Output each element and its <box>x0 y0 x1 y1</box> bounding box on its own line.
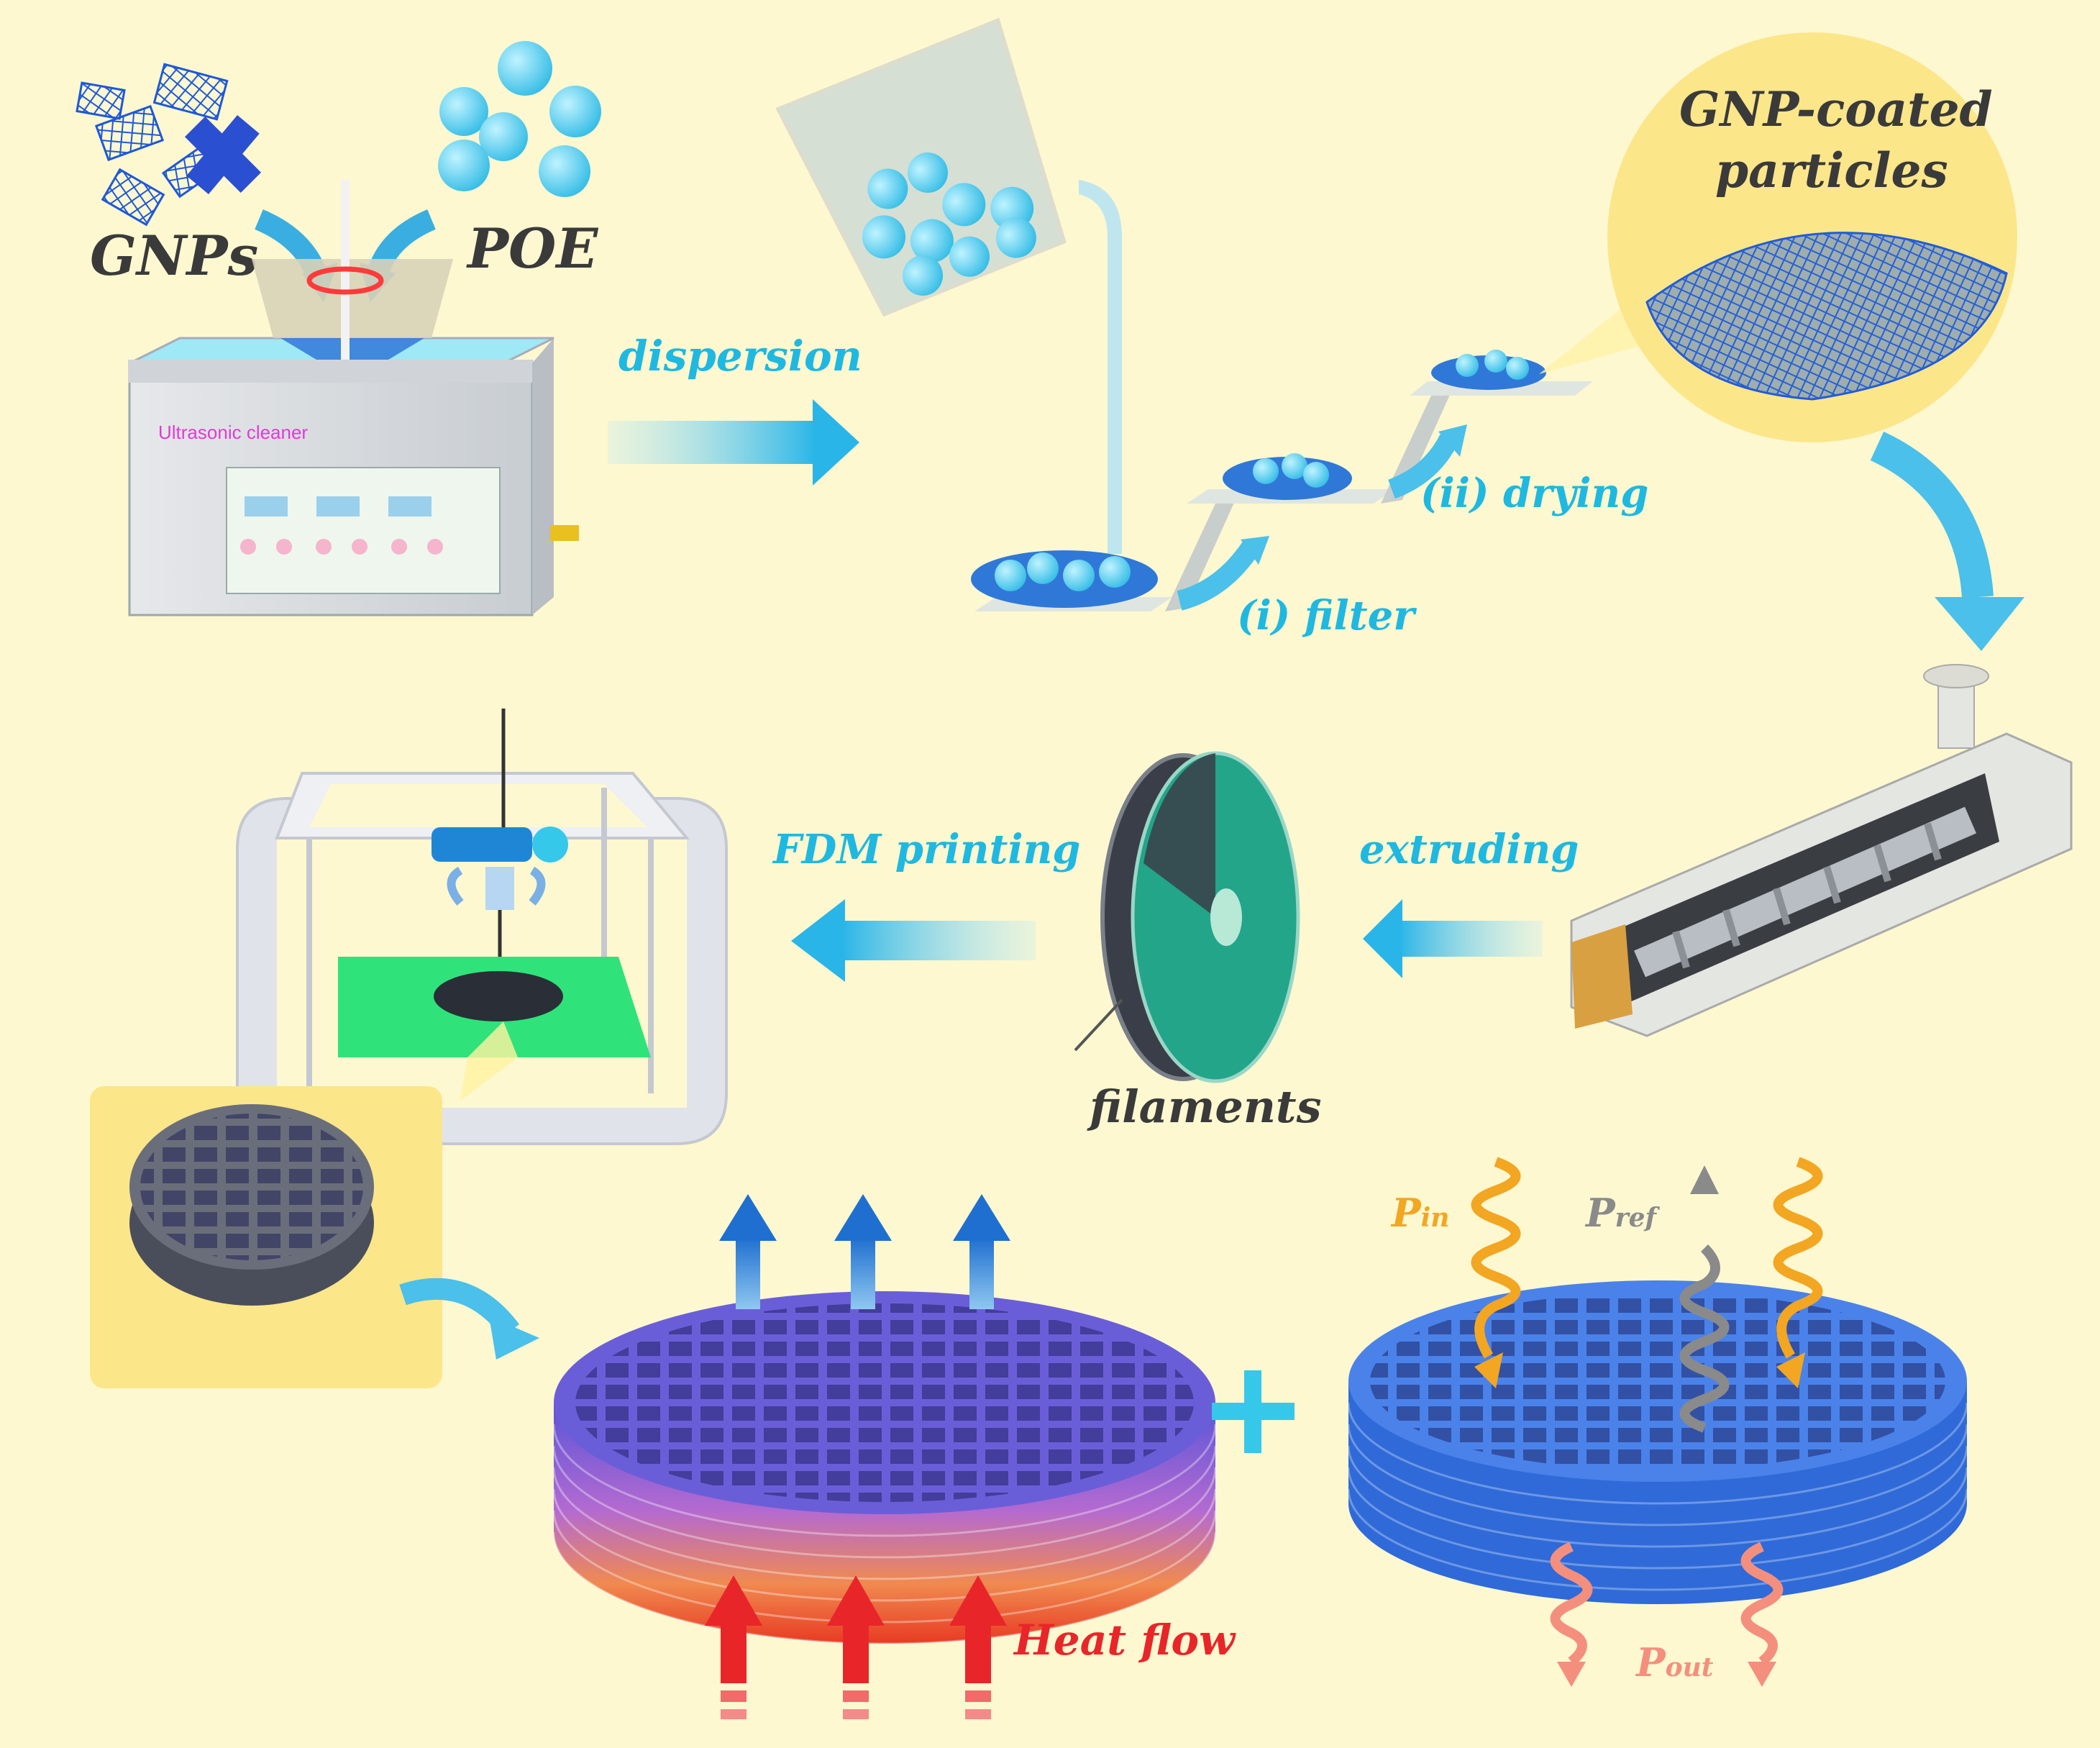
filter-steps <box>971 350 1593 611</box>
filtered-particles <box>971 350 1546 608</box>
curved-down-arrow <box>1870 432 1994 598</box>
emi-shielding-disk <box>1347 1280 1968 1604</box>
ultrasonic-cleaner: Ultrasonic cleaner <box>128 180 579 616</box>
fdm-printing-arrow <box>791 899 1036 982</box>
heat-out-arrows <box>719 1194 1010 1309</box>
dispersion-arrow <box>608 399 859 486</box>
heat-in-arrows <box>705 1575 1007 1719</box>
poe-label: POE <box>466 217 598 281</box>
incident-wave-1 <box>1471 1157 1521 1388</box>
p-ref-label: Pref <box>1584 1190 1660 1236</box>
gnps-label: GNPs <box>90 224 258 288</box>
gnp-coated-label-line1: GNP-coated <box>1679 81 1993 137</box>
reflected-wave <box>1679 1165 1730 1433</box>
ultrasonic-cleaner-label: Ultrasonic cleaner <box>158 422 308 443</box>
heat-conduction-disk <box>552 1291 1217 1645</box>
p-out-label: Pout <box>1635 1639 1714 1685</box>
filaments-label: filaments <box>1087 1080 1321 1133</box>
transmitted-waves <box>1550 1542 1784 1687</box>
extruding-arrow <box>1363 899 1543 978</box>
fdm-printing-label: FDM printing <box>772 826 1080 873</box>
p-in-label: Pin <box>1390 1190 1449 1236</box>
gnp-flakes <box>76 63 262 227</box>
extruder <box>1570 664 2073 1037</box>
curved-down-arrow-head <box>1935 597 2024 651</box>
control-displays <box>245 496 432 516</box>
plus-sign <box>1212 1370 1295 1453</box>
control-buttons <box>240 539 443 555</box>
pour-stream <box>1079 180 1122 554</box>
drying-label: (ii) drying <box>1420 470 1648 517</box>
extruding-label: extruding <box>1359 826 1579 873</box>
heat-flow-label: Heat flow <box>1013 1616 1236 1665</box>
part-to-heat-arrow-head <box>489 1316 539 1360</box>
fdm-printer <box>236 709 728 1145</box>
pouring-beaker <box>775 17 1067 317</box>
incident-wave-2 <box>1773 1157 1823 1388</box>
poe-pellets <box>438 41 601 197</box>
gnp-coated-zoom <box>1539 32 2017 442</box>
part-to-heat-arrow <box>399 1278 519 1338</box>
filter-label: (i) filter <box>1237 592 1417 639</box>
printed-part-zoom <box>90 1086 442 1388</box>
dispersion-label: dispersion <box>618 332 862 381</box>
gnp-coated-label-line2: particles <box>1715 142 1948 199</box>
filament-spool <box>1074 751 1300 1083</box>
